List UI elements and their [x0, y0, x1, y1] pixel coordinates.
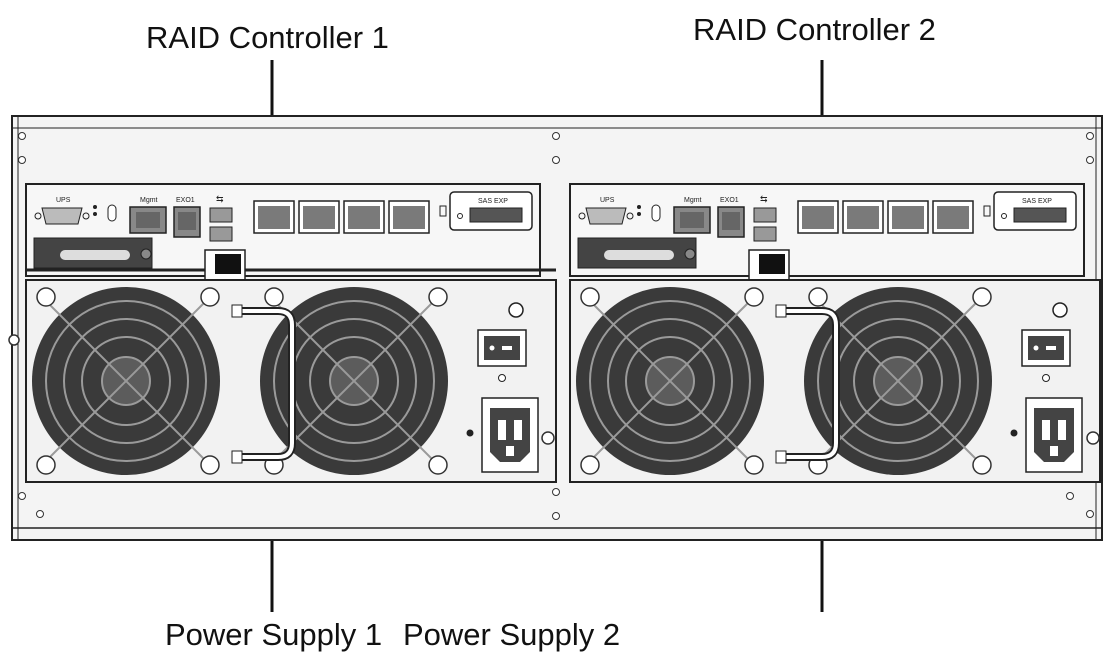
usb-icon: ⇆	[216, 194, 224, 204]
fan-icon	[804, 287, 992, 475]
sas-port-label: SAS EXP	[478, 198, 508, 205]
sas-port-label: SAS EXP	[1022, 198, 1052, 205]
network-ports	[253, 200, 430, 234]
usb-port-icon	[753, 226, 777, 242]
db9-port-icon	[585, 207, 627, 225]
raid-controller-1-label: RAID Controller 1	[146, 20, 389, 55]
expansion-port-label: EXO1	[176, 197, 195, 204]
fan-icon	[576, 287, 764, 475]
module-2: UPS Mgmt EXO1 ⇆ SAS EXP	[569, 183, 1101, 483]
power-supply-1-label: Power Supply 1	[165, 617, 383, 652]
db9-port-icon	[41, 207, 83, 225]
screw-icon	[18, 132, 1094, 520]
raid-controller-2-label: RAID Controller 2	[693, 12, 936, 47]
fan-icon	[260, 287, 448, 475]
power-supply-2-label: Power Supply 2	[403, 617, 621, 652]
fan-icon	[32, 287, 220, 475]
usb-port-icon	[209, 207, 233, 223]
module-1: UPS Mgmt EXO1 ⇆ SAS EXP	[8, 183, 557, 483]
network-ports	[797, 200, 974, 234]
mgmt-port-label: Mgmt	[140, 197, 158, 204]
usb-icon: ⇆	[760, 194, 768, 204]
usb-port-icon	[209, 226, 233, 242]
expansion-port-label: EXO1	[720, 197, 739, 204]
usb-port-icon	[753, 207, 777, 223]
screw-icon	[580, 287, 992, 475]
ups-port-label: UPS	[56, 197, 71, 204]
mgmt-port-label: Mgmt	[684, 197, 702, 204]
ups-port-label: UPS	[600, 197, 615, 204]
